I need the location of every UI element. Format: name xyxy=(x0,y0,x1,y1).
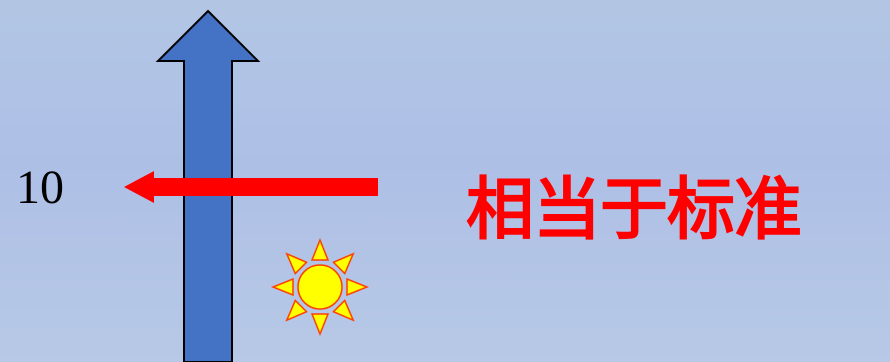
reference-label: 相当于标准 xyxy=(466,171,802,250)
value-label: 10 xyxy=(16,161,64,214)
sun-icon xyxy=(270,237,370,337)
left-arrow-icon xyxy=(124,171,378,203)
